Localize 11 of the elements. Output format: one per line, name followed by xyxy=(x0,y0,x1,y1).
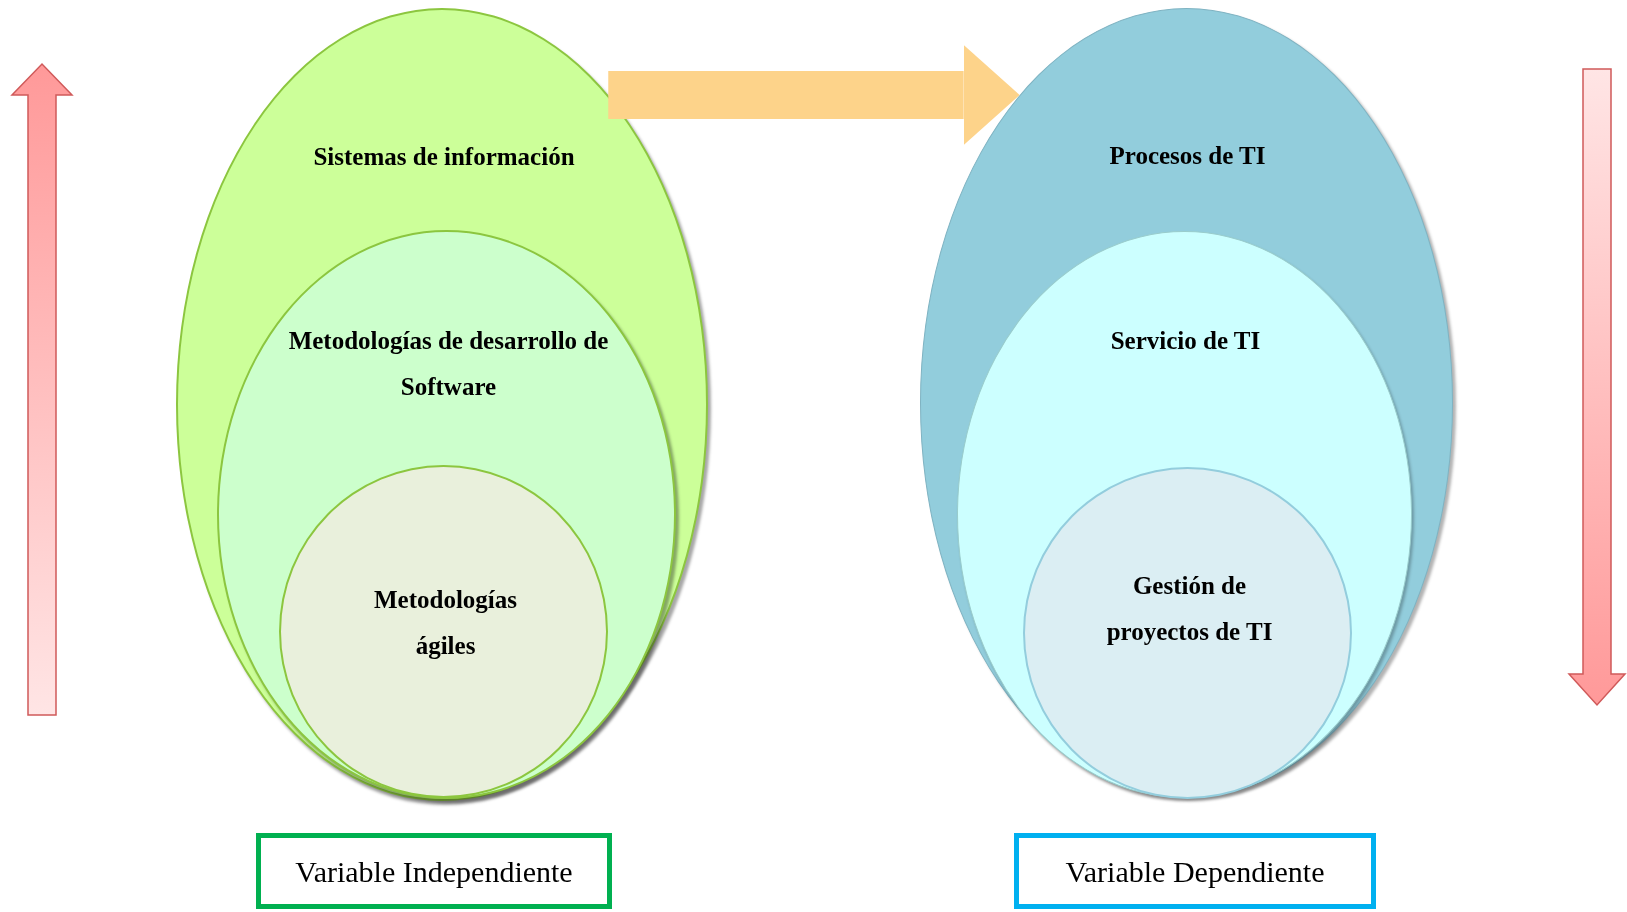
block-arrow xyxy=(608,45,1020,145)
node-label: Metodologías ágiles xyxy=(372,585,518,661)
label-box xyxy=(1014,833,1376,909)
node-label: Gestión de proyectos de TI xyxy=(1105,571,1274,647)
label-box xyxy=(256,833,612,909)
node-label: Metodologías de desarrollo de Software xyxy=(288,326,609,402)
variable-label: Variable Dependiente xyxy=(1065,853,1325,890)
node-label: Servicio de TI xyxy=(1109,326,1262,356)
node-label: Sistemas de información xyxy=(312,142,576,172)
variable-label: Variable Independiente xyxy=(295,853,573,890)
node-label: Procesos de TI xyxy=(1108,141,1267,171)
